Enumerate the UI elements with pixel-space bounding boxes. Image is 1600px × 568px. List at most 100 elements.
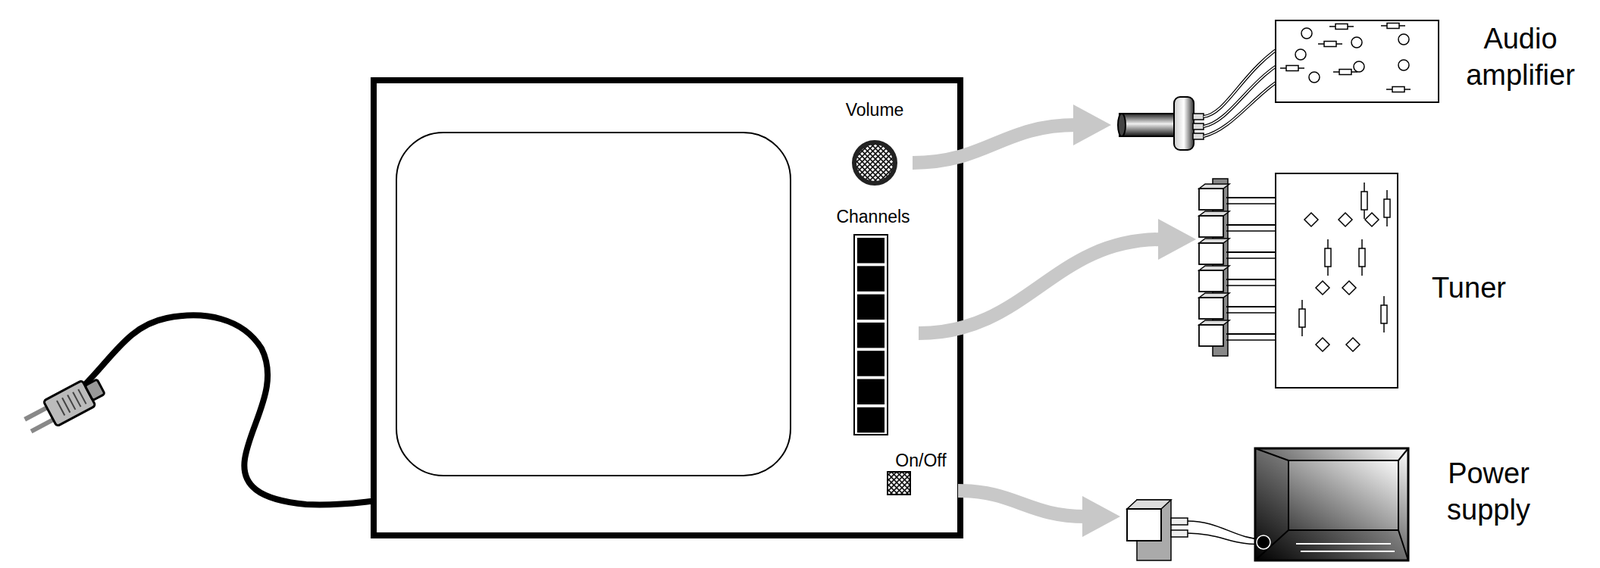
tuner-buttons-part-part <box>1226 203 1276 205</box>
component-label: Volume <box>836 99 913 122</box>
tuner-buttons-part-part <box>1226 251 1276 254</box>
potentiometer-part <box>1174 97 1194 151</box>
tuner-board-part-part <box>1324 248 1331 267</box>
amplifier-board-part-part <box>1398 34 1410 45</box>
tuner-buttons-part-part <box>1226 278 1276 281</box>
tuner-buttons-part-part <box>1199 188 1224 210</box>
tuner-board-part <box>1275 173 1398 389</box>
power-supply-box-part <box>1255 448 1409 561</box>
component-label: Tuner <box>1412 270 1526 307</box>
tuner-board-part-part <box>1342 281 1356 295</box>
amplifier-board-part-part <box>1324 41 1337 47</box>
power-supply-box <box>1255 448 1409 561</box>
tuner-board-part-part <box>1383 199 1391 218</box>
tuner-buttons-part-part <box>1226 333 1276 336</box>
channel-buttons-part <box>857 237 885 433</box>
tuner-board-part <box>1299 182 1391 352</box>
power-supply-switch <box>1127 500 1264 561</box>
power-supply: Power supply <box>1120 443 1597 565</box>
power-supply-switch-part <box>1127 509 1162 542</box>
amplifier-board-part-part <box>1351 37 1363 48</box>
power-supply-box-part <box>1288 460 1399 531</box>
plug <box>21 374 108 439</box>
control-arrow <box>958 491 1121 538</box>
volume-control: Volume <box>836 99 913 188</box>
component-label: Audio amplifier <box>1444 21 1597 94</box>
power-supply-box-part <box>1255 448 1409 561</box>
channel-buttons-part-part <box>857 379 885 406</box>
potentiometer-part <box>1192 113 1204 120</box>
tv-cabinet-part <box>373 80 961 536</box>
channel-buttons <box>854 234 888 436</box>
amplifier-board-part-part <box>1301 28 1312 39</box>
tuner-board-part-part <box>1361 191 1368 210</box>
potentiometer-part <box>1192 123 1204 130</box>
tuner-buttons-part-part <box>1226 257 1276 260</box>
channel-selector: Channels <box>827 206 919 437</box>
amplifier-board-part-part <box>1335 24 1348 30</box>
tv-cabinet-part <box>396 132 791 476</box>
tuner-board-part-part <box>1299 309 1306 328</box>
power-switch-part <box>887 472 911 495</box>
tuner-buttons-part-part <box>1226 284 1276 287</box>
amplifier-board-part-part <box>1339 69 1352 76</box>
amplifier-board-part-part <box>1387 23 1400 29</box>
tuner-buttons-part-part <box>1199 270 1224 292</box>
potentiometer-part <box>1119 113 1176 137</box>
tuner-buttons-part-part <box>1199 243 1224 265</box>
channel-buttons-part-part <box>857 350 885 377</box>
power-button: On/Off <box>883 450 959 499</box>
tuner-buttons-part-part <box>1226 230 1276 232</box>
potentiometer <box>1117 41 1295 151</box>
power-cord <box>81 315 371 505</box>
component-label: Power supply <box>1412 456 1565 529</box>
arrow-head <box>1082 496 1121 538</box>
channel-buttons-part-part <box>857 237 885 264</box>
tuner-board-part-part <box>1365 212 1379 227</box>
component-label: Channels <box>827 206 919 229</box>
audio-amplifier: Audio amplifier <box>1111 13 1597 158</box>
arrow-head <box>1073 104 1112 146</box>
tuner-buttons-part-part <box>1199 216 1224 238</box>
amplifier-board-part <box>1275 20 1439 103</box>
channel-buttons-part-part <box>857 322 885 349</box>
plug-part <box>31 419 55 432</box>
tuner-buttons-part-part <box>1226 197 1276 199</box>
volume-knob <box>854 142 896 184</box>
amplifier-board-part <box>1280 23 1411 93</box>
power-supply-switch-part <box>1171 530 1188 538</box>
channel-buttons-part <box>854 234 888 436</box>
amplifier-board-part-part <box>1398 59 1410 71</box>
volume-knob-part <box>854 142 896 184</box>
tuner-board-part-part <box>1338 212 1353 227</box>
tuner-buttons-part-part <box>1199 297 1224 320</box>
tuner-board-part-part <box>1358 248 1366 267</box>
plug-part <box>84 379 105 401</box>
plug-part <box>25 407 49 420</box>
tuner-buttons-part-part <box>1226 312 1276 314</box>
amplifier-board-part-part <box>1308 72 1320 83</box>
power-cord-part <box>81 315 371 505</box>
power-supply-switch-part <box>1187 521 1264 545</box>
arrow-head <box>1158 219 1197 260</box>
amplifier-board <box>1275 20 1439 103</box>
amplifier-board-part-part <box>1295 49 1306 60</box>
amplifier-board-part-part <box>1353 61 1365 73</box>
control-arrow <box>912 104 1112 163</box>
component-label: On/Off <box>883 450 959 473</box>
channel-buttons-part-part <box>857 407 885 434</box>
arrow-shaft <box>918 239 1162 334</box>
tuner-board-part-part <box>1315 338 1330 352</box>
channel-buttons-part-part <box>857 266 885 292</box>
plug-part <box>56 389 87 416</box>
tuner-board-part-part <box>1315 281 1330 295</box>
arrow-shaft <box>958 491 1086 517</box>
potentiometer-part <box>1117 113 1126 137</box>
power-supply-box-part <box>1296 544 1395 552</box>
amplifier-board-part <box>1295 28 1410 83</box>
amplifier-board-part-part <box>1286 65 1299 72</box>
amplifier-board-part-part <box>1392 87 1405 93</box>
control-arrow <box>918 219 1197 334</box>
